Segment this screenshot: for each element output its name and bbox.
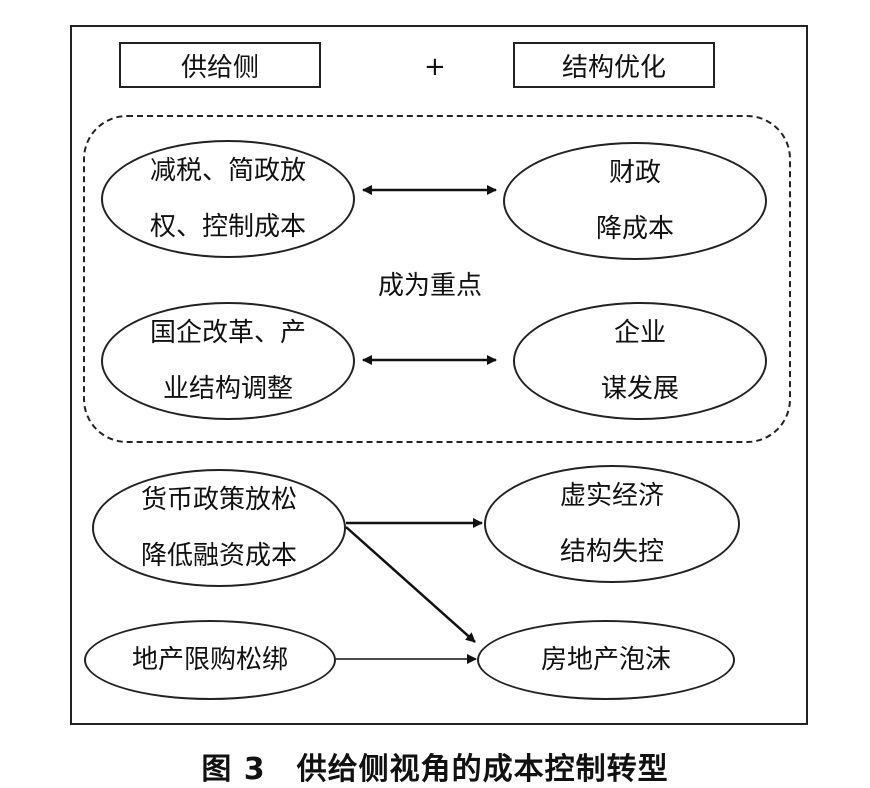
real-virtual-line-2: 结构失控 [559, 537, 664, 567]
real-virtual-line-1: 虚实经济 [559, 481, 664, 511]
monetary-line-2: 降低融资成本 [140, 541, 297, 571]
property-easing-ellipse: 地产限购松绑 [84, 620, 336, 700]
arrow-monetary-to-bubble [345, 526, 476, 643]
enterprise-line-2: 谋发展 [600, 374, 679, 404]
tax-cut-line-1: 减税、简政放 [149, 156, 306, 186]
tax-cut-ellipse: 减税、简政放 权、控制成本 [101, 140, 355, 258]
soe-reform-line-2: 业结构调整 [162, 374, 293, 404]
enterprise-development-ellipse: 企业 谋发展 [513, 302, 767, 420]
fiscal-cost-reduction-ellipse: 财政 降成本 [503, 142, 767, 260]
structural-optimization-label: 结构优化 [561, 52, 666, 83]
property-easing-label: 地产限购松绑 [131, 645, 288, 675]
fiscal-line-1: 财政 [608, 158, 661, 188]
diagram-frame [70, 25, 808, 725]
monetary-line-1: 货币政策放松 [140, 485, 297, 515]
supply-side-box: 供给侧 [119, 42, 321, 88]
fiscal-line-2: 降成本 [595, 214, 674, 244]
monetary-easing-ellipse: 货币政策放松 降低融资成本 [92, 469, 346, 587]
center-label: 成为重点 [378, 271, 483, 301]
real-virtual-economy-ellipse: 虚实经济 结构失控 [484, 465, 740, 583]
property-bubble-label: 房地产泡沫 [540, 645, 671, 675]
focus-group-dashed-box [83, 115, 791, 443]
soe-reform-ellipse: 国企改革、产 业结构调整 [101, 302, 355, 420]
supply-side-label: 供给侧 [180, 52, 259, 83]
property-bubble-ellipse: 房地产泡沫 [477, 620, 735, 700]
structural-optimization-box: 结构优化 [513, 42, 715, 88]
plus-sign: + [424, 52, 446, 82]
soe-reform-line-1: 国企改革、产 [149, 318, 306, 348]
tax-cut-line-2: 权、控制成本 [149, 212, 306, 242]
figure-caption: 图 3 供给侧视角的成本控制转型 [201, 752, 669, 787]
enterprise-line-1: 企业 [613, 318, 666, 348]
